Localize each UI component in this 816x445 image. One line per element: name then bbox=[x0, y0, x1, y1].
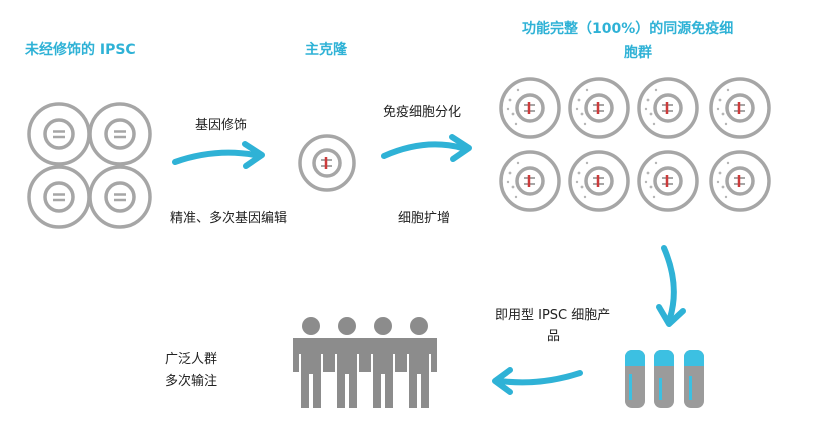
label-gene-modification: 基因修饰 bbox=[195, 118, 248, 133]
ipsc-cell-icon bbox=[88, 165, 152, 229]
immune-cell-icon bbox=[568, 77, 630, 139]
immune-cell-grid bbox=[499, 77, 771, 212]
vial-fill-marker bbox=[629, 374, 632, 400]
arrow-icon bbox=[656, 245, 686, 327]
title-master-clone: 主克隆 bbox=[305, 42, 347, 58]
immune-cell-icon bbox=[499, 77, 561, 139]
ipsc-cell-icon bbox=[27, 165, 91, 229]
immune-cell-icon bbox=[499, 150, 561, 212]
vial-group bbox=[625, 350, 704, 408]
person-icon bbox=[293, 317, 329, 408]
arrow-icon bbox=[381, 134, 472, 162]
immune-cell-icon bbox=[568, 150, 630, 212]
arrow-icon bbox=[172, 141, 265, 169]
label-expansion: 细胞扩增 bbox=[398, 211, 451, 226]
immune-cell-icon bbox=[709, 77, 771, 139]
vial-icon bbox=[654, 350, 674, 408]
vial-fill-marker bbox=[659, 378, 662, 400]
ipsc-cell-icon bbox=[27, 102, 91, 166]
edited-cell-icon bbox=[298, 134, 356, 192]
unmodified-ipsc-cluster bbox=[27, 102, 152, 229]
label-population-line1: 广泛人群 bbox=[165, 352, 218, 367]
title-functional-line1: 功能完整（100%）的同源免疫细 bbox=[522, 21, 734, 37]
people-group bbox=[293, 317, 437, 408]
person-icon bbox=[401, 317, 437, 408]
label-precise-editing: 精准、多次基因编辑 bbox=[170, 211, 288, 226]
label-differentiation: 免疫细胞分化 bbox=[383, 105, 462, 120]
title-functional-line2: 胞群 bbox=[624, 45, 652, 61]
ipsc-cell-icon bbox=[88, 102, 152, 166]
immune-cell-icon bbox=[709, 150, 771, 212]
label-product-line2: 品 bbox=[547, 329, 561, 344]
label-product-line1: 即用型 IPSC 细胞产 bbox=[495, 308, 611, 323]
label-population-line2: 多次输注 bbox=[165, 374, 218, 389]
person-icon bbox=[365, 317, 401, 408]
vial-icon bbox=[684, 350, 704, 408]
arrow-icon bbox=[492, 367, 583, 395]
vial-fill-marker bbox=[689, 376, 692, 400]
title-unmodified-ipsc: 未经修饰的 IPSC bbox=[25, 42, 136, 58]
immune-cell-icon bbox=[637, 77, 699, 139]
vial-icon bbox=[625, 350, 645, 408]
immune-cell-icon bbox=[637, 150, 699, 212]
person-icon bbox=[329, 317, 365, 408]
